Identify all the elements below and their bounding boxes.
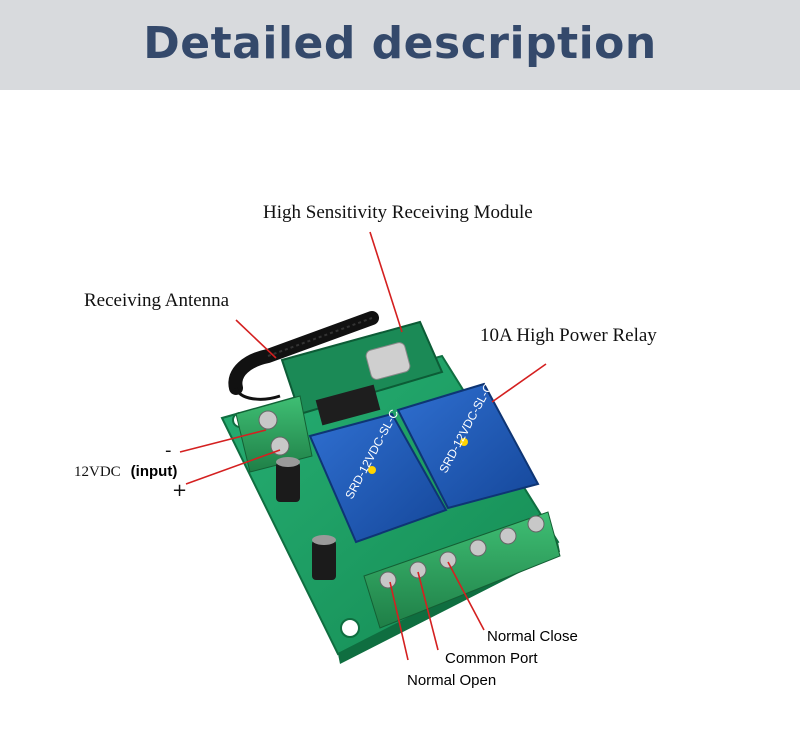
decoder-chip xyxy=(315,384,381,426)
label-plus: + xyxy=(172,480,188,501)
power-input-voltage: 12VDC xyxy=(74,464,121,480)
output-terminal-block xyxy=(363,511,561,629)
relay-left: SRD-12VDC-SL-C xyxy=(308,407,448,544)
power-input-note: (input) xyxy=(130,463,178,480)
mount-hole xyxy=(340,618,360,638)
label-common-port: Common Port xyxy=(445,650,538,667)
page-title: Detailed description xyxy=(143,17,657,69)
label-power-input: 12VDC (input) xyxy=(74,463,177,481)
capacitor xyxy=(312,535,336,580)
label-minus: - xyxy=(165,440,172,461)
label-receiving-antenna: Receiving Antenna xyxy=(84,290,230,311)
label-normal-close: Normal Close xyxy=(487,628,578,645)
capacitor xyxy=(276,457,300,502)
antenna-coil xyxy=(228,311,379,401)
label-high-power-relay: 10A High Power Relay xyxy=(480,325,657,346)
header-band: Detailed description xyxy=(0,0,800,90)
leader-lines xyxy=(179,231,547,661)
crystal-oscillator xyxy=(365,342,411,380)
label-receiving-module: High Sensitivity Receiving Module xyxy=(263,202,533,223)
label-normal-open: Normal Open xyxy=(407,672,497,689)
relay-right: SRD-12VDC-SL-C xyxy=(396,381,540,510)
power-terminal-block xyxy=(235,395,313,473)
